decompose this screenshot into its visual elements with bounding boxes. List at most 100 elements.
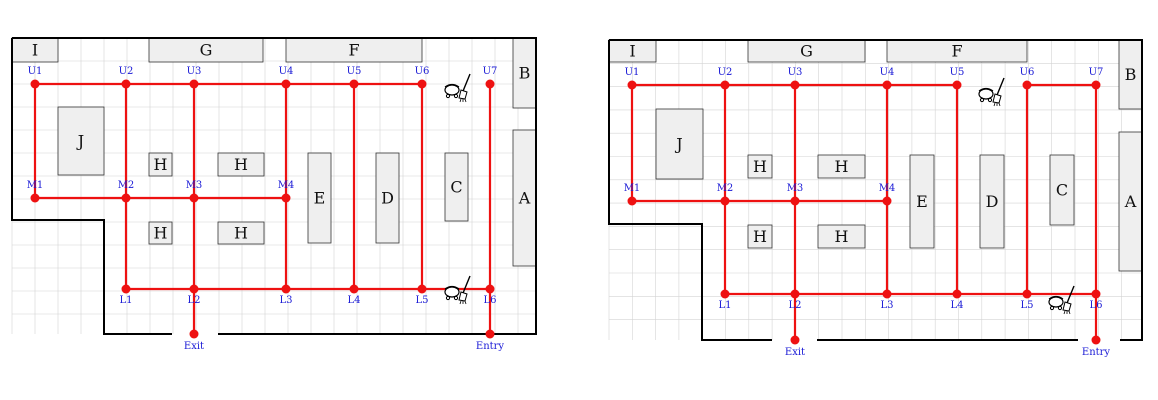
node-dot <box>790 289 800 299</box>
node-u1: U1 <box>625 67 640 90</box>
node-dot <box>189 79 199 89</box>
node-label: U1 <box>28 66 43 77</box>
node-l5: L5 <box>415 284 429 306</box>
node-dot <box>417 79 427 89</box>
node-dot <box>627 80 637 90</box>
node-dot <box>720 80 730 90</box>
room-label: H <box>234 224 248 243</box>
room-j: J <box>655 108 704 180</box>
node-dot <box>790 335 800 345</box>
node-label: U2 <box>718 67 733 78</box>
node-u7: U7 <box>483 66 497 89</box>
node-l4: L4 <box>950 289 964 311</box>
room-label: D <box>381 189 394 208</box>
node-label: L6 <box>1089 300 1102 311</box>
room-c: C <box>444 152 469 222</box>
room-c: C <box>1049 154 1075 226</box>
node-dot <box>417 284 427 294</box>
room-label: C <box>1056 181 1068 200</box>
room-label: H <box>753 157 767 176</box>
room-label: I <box>32 41 38 60</box>
room-box <box>747 154 773 179</box>
node-dot <box>952 80 962 90</box>
room-i: I <box>11 37 59 63</box>
room-label: B <box>1125 65 1137 84</box>
room-d: D <box>375 152 400 244</box>
room-box <box>285 37 423 63</box>
node-u5: U5 <box>347 66 361 89</box>
room-box <box>655 108 704 180</box>
room-box <box>817 224 866 249</box>
room-box <box>909 154 935 249</box>
node-label: L6 <box>483 295 496 306</box>
room-label: E <box>314 189 326 208</box>
room-label: H <box>835 157 849 176</box>
room-label: H <box>753 227 767 246</box>
node-dot <box>189 329 199 339</box>
node-exit: Exit <box>184 329 204 352</box>
node-u2: U2 <box>718 67 733 90</box>
node-m1: M1 <box>624 183 641 206</box>
node-l5: L5 <box>1020 289 1034 311</box>
node-m1: M1 <box>27 180 43 203</box>
node-dot <box>1022 80 1032 90</box>
room-h: H <box>747 154 773 179</box>
node-u4: U4 <box>880 67 894 90</box>
node-l1: L1 <box>718 289 732 311</box>
room-box <box>747 224 773 249</box>
node-u4: U4 <box>279 66 294 89</box>
room-i: I <box>608 39 657 63</box>
node-u5: U5 <box>950 67 964 90</box>
node-label: Entry <box>476 341 505 352</box>
node-dot <box>1091 80 1101 90</box>
node-u3: U3 <box>187 66 202 89</box>
room-label: F <box>951 42 962 61</box>
node-dot <box>882 80 892 90</box>
room-label: E <box>916 192 928 211</box>
node-label: M4 <box>278 180 295 191</box>
node-label: L1 <box>119 295 132 306</box>
room-label: B <box>519 64 531 83</box>
node-label: U4 <box>279 66 294 77</box>
room-label: G <box>200 41 213 60</box>
node-entry: Entry <box>1082 335 1110 358</box>
cleaning-cart-icon <box>978 77 1005 107</box>
room-label: I <box>629 42 635 61</box>
room-a: A <box>1118 131 1143 272</box>
node-label: U3 <box>788 67 803 78</box>
node-label: L3 <box>880 300 893 311</box>
node-dot <box>790 196 800 206</box>
node-u1: U1 <box>28 66 43 89</box>
node-u7: U7 <box>1089 67 1103 90</box>
node-dot <box>281 284 291 294</box>
room-box <box>57 106 105 176</box>
room-label: C <box>450 178 462 197</box>
node-dot <box>720 289 730 299</box>
node-dot <box>790 80 800 90</box>
node-label: M2 <box>717 183 734 194</box>
room-label: D <box>986 192 999 211</box>
room-label: J <box>76 132 84 151</box>
node-label: M1 <box>624 183 641 194</box>
node-dot <box>349 79 359 89</box>
node-dot <box>485 284 495 294</box>
wall <box>609 39 1143 341</box>
node-m2: M2 <box>118 180 134 203</box>
room-e: E <box>909 154 935 249</box>
room-f: F <box>285 37 423 63</box>
node-label: U1 <box>625 67 640 78</box>
node-l6: L6 <box>483 284 497 306</box>
node-l3: L3 <box>880 289 894 311</box>
node-dot <box>720 196 730 206</box>
node-m2: M2 <box>717 183 734 206</box>
node-label: Exit <box>184 341 204 352</box>
room-label: G <box>800 42 813 61</box>
node-l2: L2 <box>788 289 802 311</box>
node-label: L3 <box>279 295 292 306</box>
node-dot <box>281 79 291 89</box>
room-box <box>217 221 265 245</box>
node-label: U3 <box>187 66 202 77</box>
room-label: H <box>154 155 168 174</box>
node-u6: U6 <box>415 66 429 89</box>
